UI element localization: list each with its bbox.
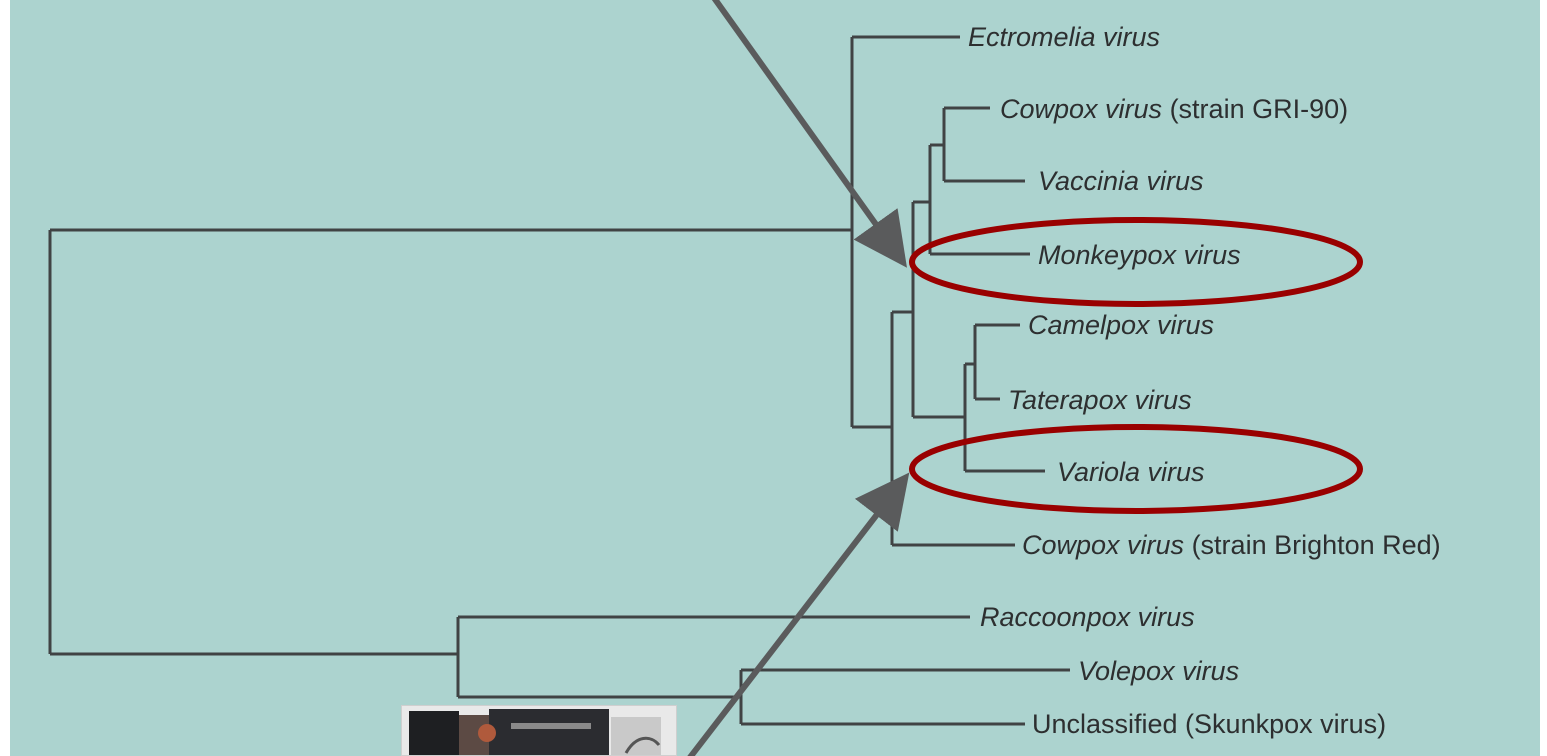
taxon-label-ectromelia: Ectromelia virus <box>968 22 1160 52</box>
laboratory-photo-thumbnail <box>401 705 677 756</box>
taxon-label-cowpox-gri: Cowpox virus (strain GRI-90) <box>1000 94 1348 124</box>
taxon-label-variola: Variola virus <box>1057 457 1205 487</box>
taxon-label-unclassified: Unclassified (Skunkpox virus) <box>1032 709 1386 739</box>
taxon-label-vaccinia: Vaccinia virus <box>1038 166 1204 196</box>
arrow-to-variola <box>688 482 902 756</box>
tree-branches <box>50 37 1070 724</box>
taxon-label-taterapox: Taterapox virus <box>1008 385 1192 415</box>
laboratory-photo-image <box>401 705 677 756</box>
taxon-labels: Ectromelia virus Cowpox virus (strain GR… <box>968 22 1441 739</box>
taxon-label-volepox: Volepox virus <box>1078 656 1239 686</box>
taxon-label-cowpox-brighton: Cowpox virus (strain Brighton Red) <box>1022 530 1441 560</box>
taxon-label-raccoonpox: Raccoonpox virus <box>980 602 1195 632</box>
pointer-arrows <box>688 0 902 756</box>
taxon-label-monkeypox: Monkeypox virus <box>1038 240 1241 270</box>
taxon-label-camelpox: Camelpox virus <box>1028 310 1214 340</box>
arrow-to-monkeypox <box>712 0 900 258</box>
